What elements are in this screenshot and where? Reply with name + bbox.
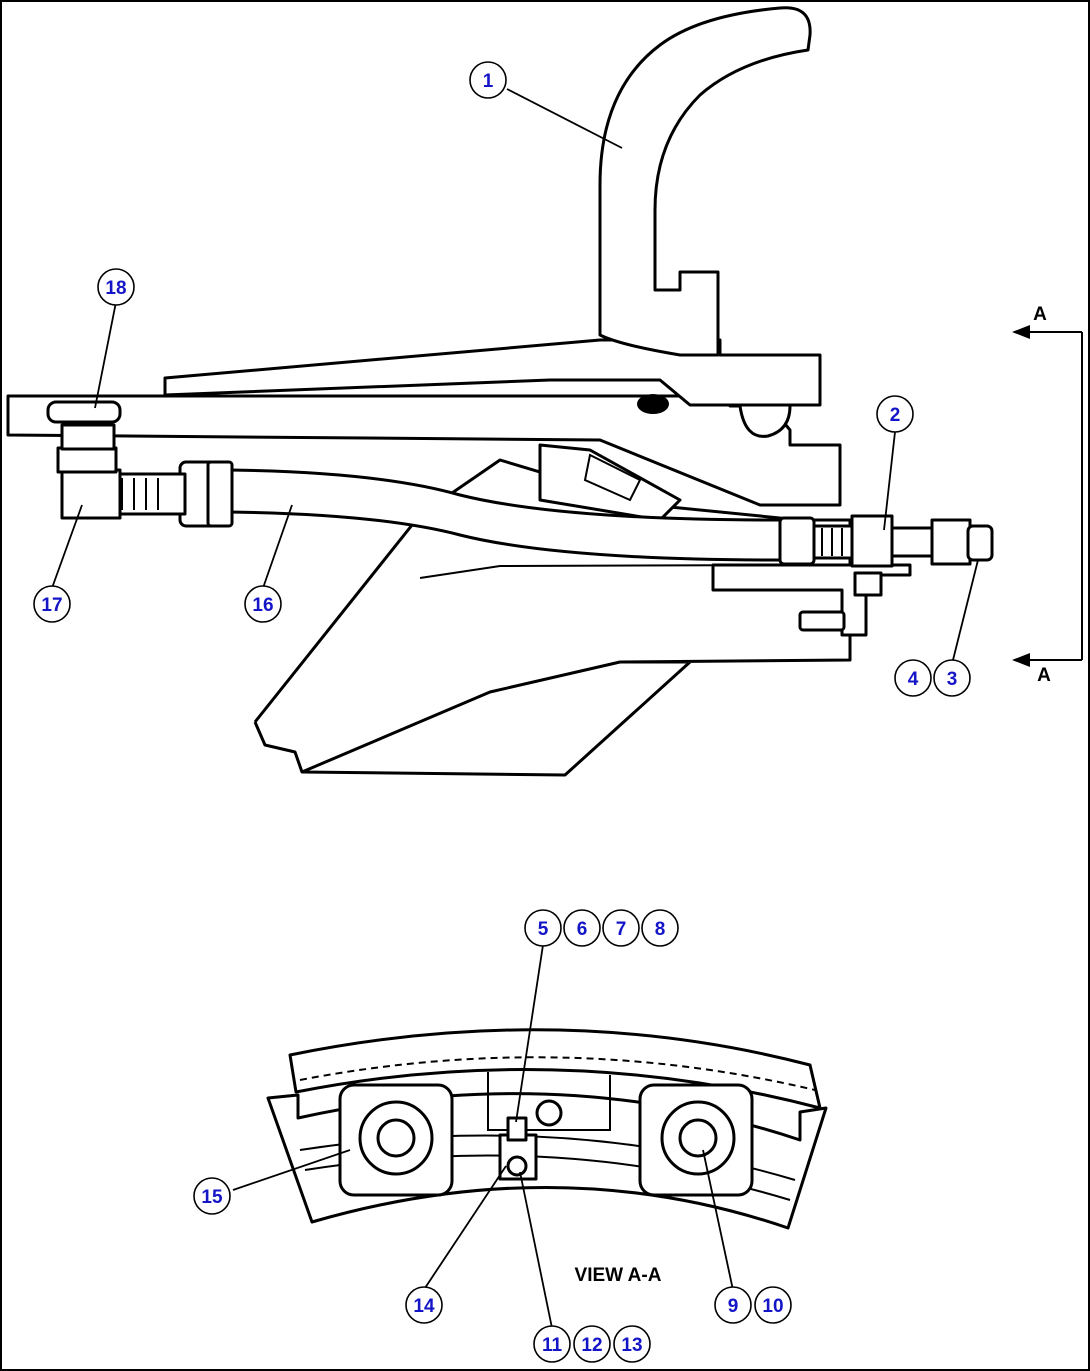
view-a-a bbox=[266, 1028, 828, 1230]
callout-13: 13 bbox=[613, 1325, 651, 1363]
svg-text:10: 10 bbox=[762, 1296, 783, 1317]
svg-text:6: 6 bbox=[577, 919, 588, 940]
callout-6: 6 bbox=[563, 909, 601, 947]
callout-17: 17 bbox=[33, 585, 71, 623]
view-title: VIEW A-A bbox=[575, 1265, 662, 1286]
svg-text:15: 15 bbox=[201, 1187, 223, 1208]
svg-text:13: 13 bbox=[621, 1335, 642, 1356]
elbow-fitting bbox=[60, 468, 122, 520]
svg-text:18: 18 bbox=[105, 278, 126, 299]
callout-15: 15 bbox=[193, 1177, 231, 1215]
callout-4: 4 bbox=[894, 659, 932, 697]
svg-text:5: 5 bbox=[538, 919, 549, 940]
svg-text:4: 4 bbox=[908, 669, 919, 690]
callout-18: 18 bbox=[97, 268, 135, 306]
callout-7: 7 bbox=[602, 909, 640, 947]
callout-16: 16 bbox=[244, 585, 282, 623]
svg-text:14: 14 bbox=[413, 1296, 435, 1317]
callout-14: 14 bbox=[405, 1286, 443, 1324]
callout-3: 3 bbox=[933, 659, 971, 697]
svg-text:9: 9 bbox=[728, 1296, 739, 1317]
svg-text:8: 8 bbox=[655, 919, 666, 940]
callout-11: 11 bbox=[533, 1325, 571, 1363]
section-line-a-a bbox=[1012, 325, 1083, 667]
callout-2: 2 bbox=[876, 395, 914, 433]
svg-text:3: 3 bbox=[947, 669, 958, 690]
svg-text:1: 1 bbox=[483, 71, 494, 92]
bulkhead-fitting bbox=[850, 514, 894, 568]
callouts: 1 2 3 4 5 6 7 8 9 10 11 12 13 14 15 16 1… bbox=[33, 61, 971, 1363]
upper-assembly bbox=[6, 6, 1083, 777]
leader-lines bbox=[51, 88, 979, 1329]
callout-5: 5 bbox=[524, 909, 562, 947]
callout-8: 8 bbox=[641, 909, 679, 947]
handle bbox=[598, 6, 812, 357]
svg-text:17: 17 bbox=[41, 595, 62, 616]
callout-9: 9 bbox=[714, 1286, 752, 1324]
callout-12: 12 bbox=[573, 1325, 611, 1363]
svg-text:11: 11 bbox=[542, 1335, 563, 1356]
housing-lower-edge bbox=[253, 721, 304, 773]
plug bbox=[46, 400, 122, 424]
svg-text:16: 16 bbox=[252, 595, 273, 616]
callout-10: 10 bbox=[754, 1286, 792, 1324]
section-letter-bottom: A bbox=[1037, 665, 1051, 686]
section-letter-top: A bbox=[1033, 304, 1047, 325]
svg-text:12: 12 bbox=[581, 1335, 602, 1356]
callout-1: 1 bbox=[469, 61, 507, 99]
cap-nut bbox=[966, 524, 994, 562]
svg-text:2: 2 bbox=[890, 405, 901, 426]
svg-text:7: 7 bbox=[616, 919, 627, 940]
